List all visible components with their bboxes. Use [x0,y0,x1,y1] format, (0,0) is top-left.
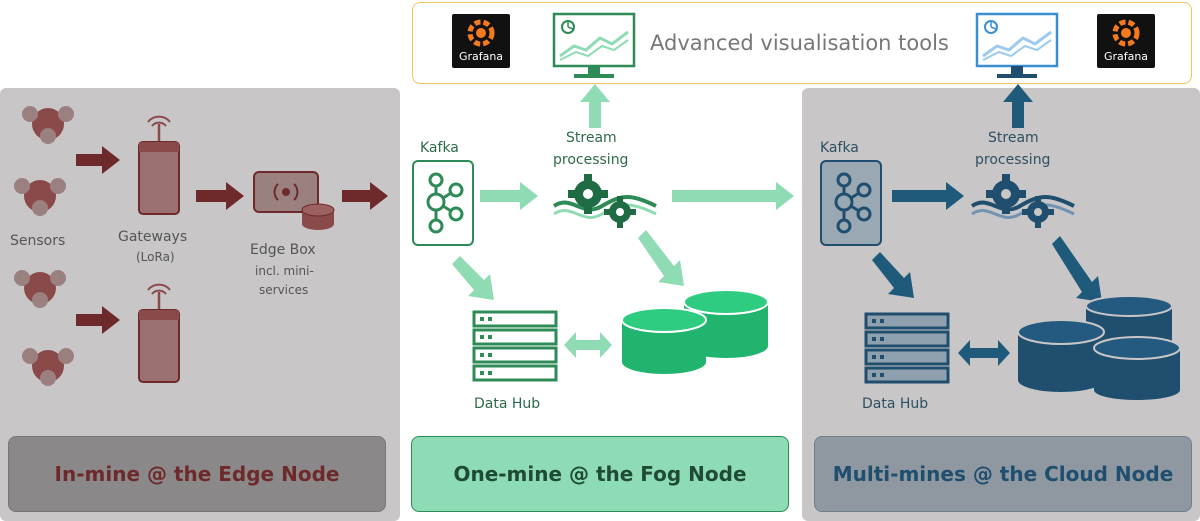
edge-box-sublabel-1: incl. mini- [255,264,314,278]
edge-box-sublabel-2: services [259,283,309,297]
gateway-icon [138,115,180,215]
cloud-node-footer-label: Multi-mines @ the Cloud Node [832,462,1174,486]
fog-stream-label-2: processing [553,152,629,168]
gateways-label: Gateways [118,229,188,245]
arrow-sensors-to-gateway [76,306,120,334]
kafka-icon [412,160,474,246]
arrow-stream-to-storage [638,230,684,286]
sensor-icon [22,348,74,386]
sensor-icon [14,270,66,308]
cloud-kafka-label: Kafka [820,140,859,156]
fog-kafka-label: Kafka [420,140,459,156]
arrow-fog-to-cloud [672,182,794,210]
monitor-icon-green [552,12,636,78]
sensors-label: Sensors [10,233,66,249]
visualisation-banner [412,2,1192,84]
grafana-label: Grafana [1103,50,1149,63]
gateway-icon [138,283,180,383]
database-icon [621,289,769,374]
edge-box-icon [253,171,335,230]
data-hub-server-icon [864,312,950,384]
cloud-node-footer: Multi-mines @ the Cloud Node [814,436,1192,512]
sensor-icon [14,178,66,216]
arrow-edgebox-to-fog [342,182,388,210]
edge-box-label: Edge Box [250,242,316,258]
data-hub-server-icon [472,310,558,382]
grafana-label: Grafana [458,50,504,63]
kafka-icon [820,160,882,246]
edge-node-footer: In-mine @ the Edge Node [8,436,386,512]
fog-node-footer-label: One-mine @ the Fog Node [453,462,747,486]
cloud-datahub-label: Data Hub [862,396,929,412]
cloud-stream-label-2: processing [975,152,1051,168]
stream-processing-icon [970,174,1075,228]
banner-title: Advanced visualisation tools [650,31,949,55]
arrow-cloud-kafka-to-datahub [872,252,914,298]
stream-processing-icon [552,174,657,228]
fog-stream-label-1: Stream [566,130,617,146]
grafana-logo-right: Grafana [1097,14,1155,68]
grafana-logo-left: Grafana [452,14,510,68]
monitor-icon-blue [975,12,1059,78]
grafana-icon [1112,19,1140,47]
arrow-datahub-storage-bidirectional [564,332,612,358]
arrow-kafka-to-datahub [452,256,494,300]
arrow-kafka-to-stream [480,182,538,210]
gateways-sublabel: (LoRa) [136,250,175,264]
fog-node-footer: One-mine @ the Fog Node [411,436,789,512]
edge-node-footer-label: In-mine @ the Edge Node [54,462,340,486]
arrow-cloud-kafka-to-stream [892,182,964,210]
arrow-cloud-stream-to-visualisation [1003,84,1033,128]
grafana-icon [467,19,495,47]
cloud-stream-label-1: Stream [988,130,1039,146]
arrow-cloud-datahub-storage-bidirectional [958,340,1010,366]
fog-datahub-label: Data Hub [474,396,541,412]
arrow-gateway-to-edgebox [196,182,244,210]
arrow-stream-to-visualisation [580,84,610,128]
arrow-sensors-to-gateway [76,146,120,174]
arrow-cloud-stream-to-storage [1052,236,1102,302]
database-icon [1017,295,1181,400]
sensor-icon [22,106,74,144]
